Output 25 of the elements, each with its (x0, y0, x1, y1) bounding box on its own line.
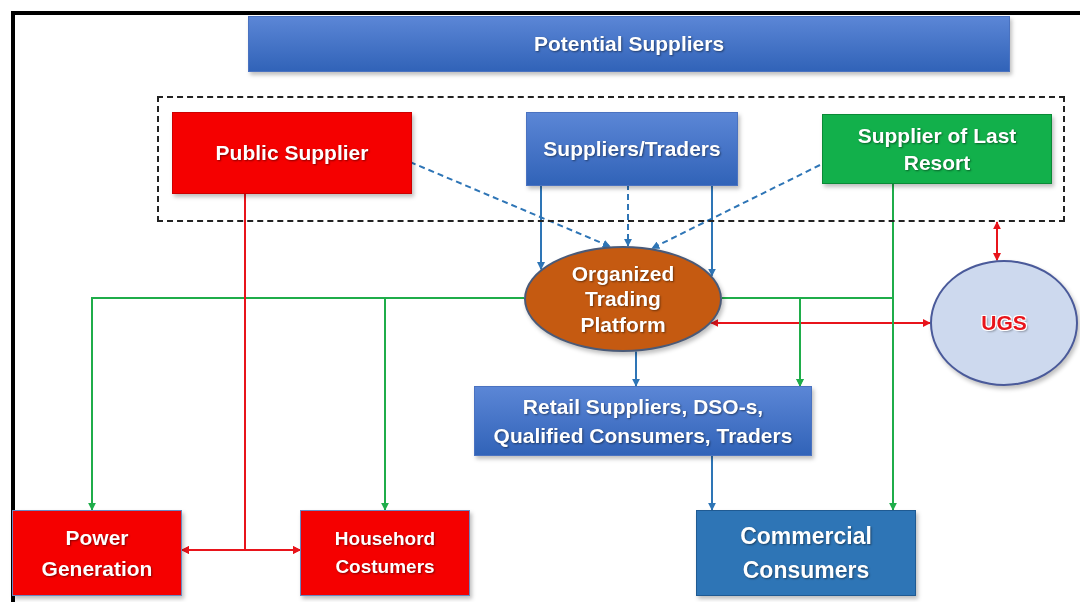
node-label: UGS (980, 310, 1028, 336)
arrow (181, 546, 301, 554)
node-label: Commercial Consumers (739, 521, 873, 585)
node-label: Potential Suppliers (532, 31, 726, 57)
arrow (381, 297, 525, 511)
arrow (710, 319, 931, 327)
node-label: Suppliers/Traders (542, 136, 722, 162)
arrow (632, 350, 640, 387)
process-box (172, 112, 412, 194)
node-label: Retail Suppliers, DSO-s, Qualified Consumers, Traders (492, 393, 794, 449)
node-label: Public Supplier (214, 140, 370, 166)
node-label: Power Generation (40, 524, 154, 582)
process-box (474, 386, 812, 456)
supplier-banner (248, 16, 1010, 72)
process-box (300, 510, 470, 596)
node-label: Supplier of Last Resort (856, 122, 1018, 176)
arrow (993, 221, 1001, 262)
process-box (696, 510, 916, 596)
arrow (708, 455, 716, 511)
node-label: Househord Costumers (333, 526, 437, 579)
process-box (12, 510, 182, 596)
process-box (526, 112, 738, 186)
dashed-group-box (157, 96, 1065, 222)
process-box (822, 114, 1052, 184)
node-label: Organized Trading Platform (570, 260, 676, 338)
